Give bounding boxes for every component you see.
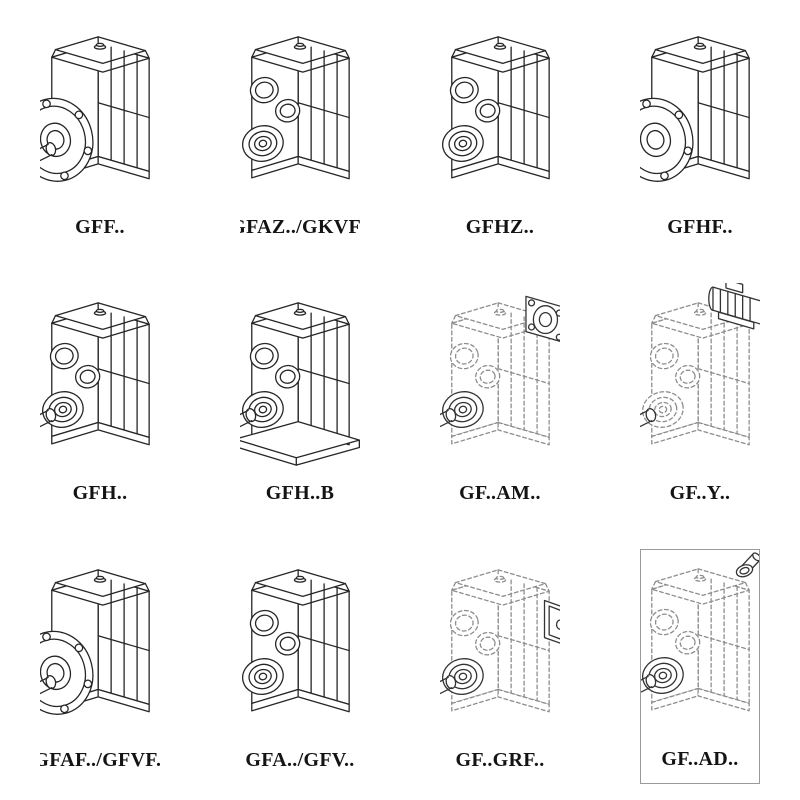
gearbox-motor-drawing xyxy=(640,282,760,446)
catalog-cell-gfa-gfv: GFA../GFV.. xyxy=(240,549,360,784)
catalog-cell-gfh-b: GFH..B xyxy=(240,283,360,518)
model-label: GFHF.. xyxy=(667,215,733,238)
gearbox-hollow-shaft-drawing xyxy=(240,569,350,713)
model-label: GFAZ../GKVF.. xyxy=(240,215,360,238)
model-label: GFH..B xyxy=(265,482,335,505)
gearbox-iec-adapter-drawing xyxy=(440,296,560,446)
gearbox-flange-shaft-drawing xyxy=(40,35,150,190)
catalog-cell-gfh: GFH.. xyxy=(40,283,160,518)
gearbox-hollow-shaft-drawing xyxy=(440,35,550,180)
model-label: GFA../GFV.. xyxy=(245,748,355,771)
gearbox-hollow-shaft-drawing xyxy=(240,35,350,180)
model-label: GFH.. xyxy=(72,482,128,505)
catalog-cell-gf-ad: GF..AD.. xyxy=(640,549,760,784)
catalog-cell-gf-am: GF..AM.. xyxy=(440,283,560,518)
catalog-cell-gf-y: GF..Y.. xyxy=(640,282,760,518)
catalog-cell-gfaf-gfvf: GFAF../GFVF.. xyxy=(40,549,160,784)
gearbox-input-adapter-drawing xyxy=(641,550,759,712)
catalog-cell-gfhz: GFHZ.. xyxy=(440,16,560,251)
gearbox-flange-shaft-drawing xyxy=(40,569,150,723)
model-label: GFHZ.. xyxy=(465,215,535,238)
gearbox-flange-drawing xyxy=(640,35,750,190)
catalog-cell-gf-grf: GF..GRF.. xyxy=(440,549,560,784)
model-label: GFF.. xyxy=(75,215,125,238)
model-label: GF..GRF.. xyxy=(455,748,545,771)
catalog-cell-gfaz-gkvf: GFAZ../GKVF.. xyxy=(240,16,360,251)
gearbox-cover-drawing xyxy=(440,569,560,713)
catalog-cell-gfhf: GFHF.. xyxy=(640,16,760,251)
model-label: GFAF../GFVF.. xyxy=(40,748,160,771)
gearbox-solid-shaft-drawing xyxy=(40,302,150,446)
model-label: GF..Y.. xyxy=(669,482,731,505)
gearbox-shaft-base-drawing xyxy=(240,302,360,467)
model-label: GF..AD.. xyxy=(661,747,739,770)
model-label: GF..AM.. xyxy=(459,482,541,505)
catalog-cell-gff: GFF.. xyxy=(40,16,160,251)
